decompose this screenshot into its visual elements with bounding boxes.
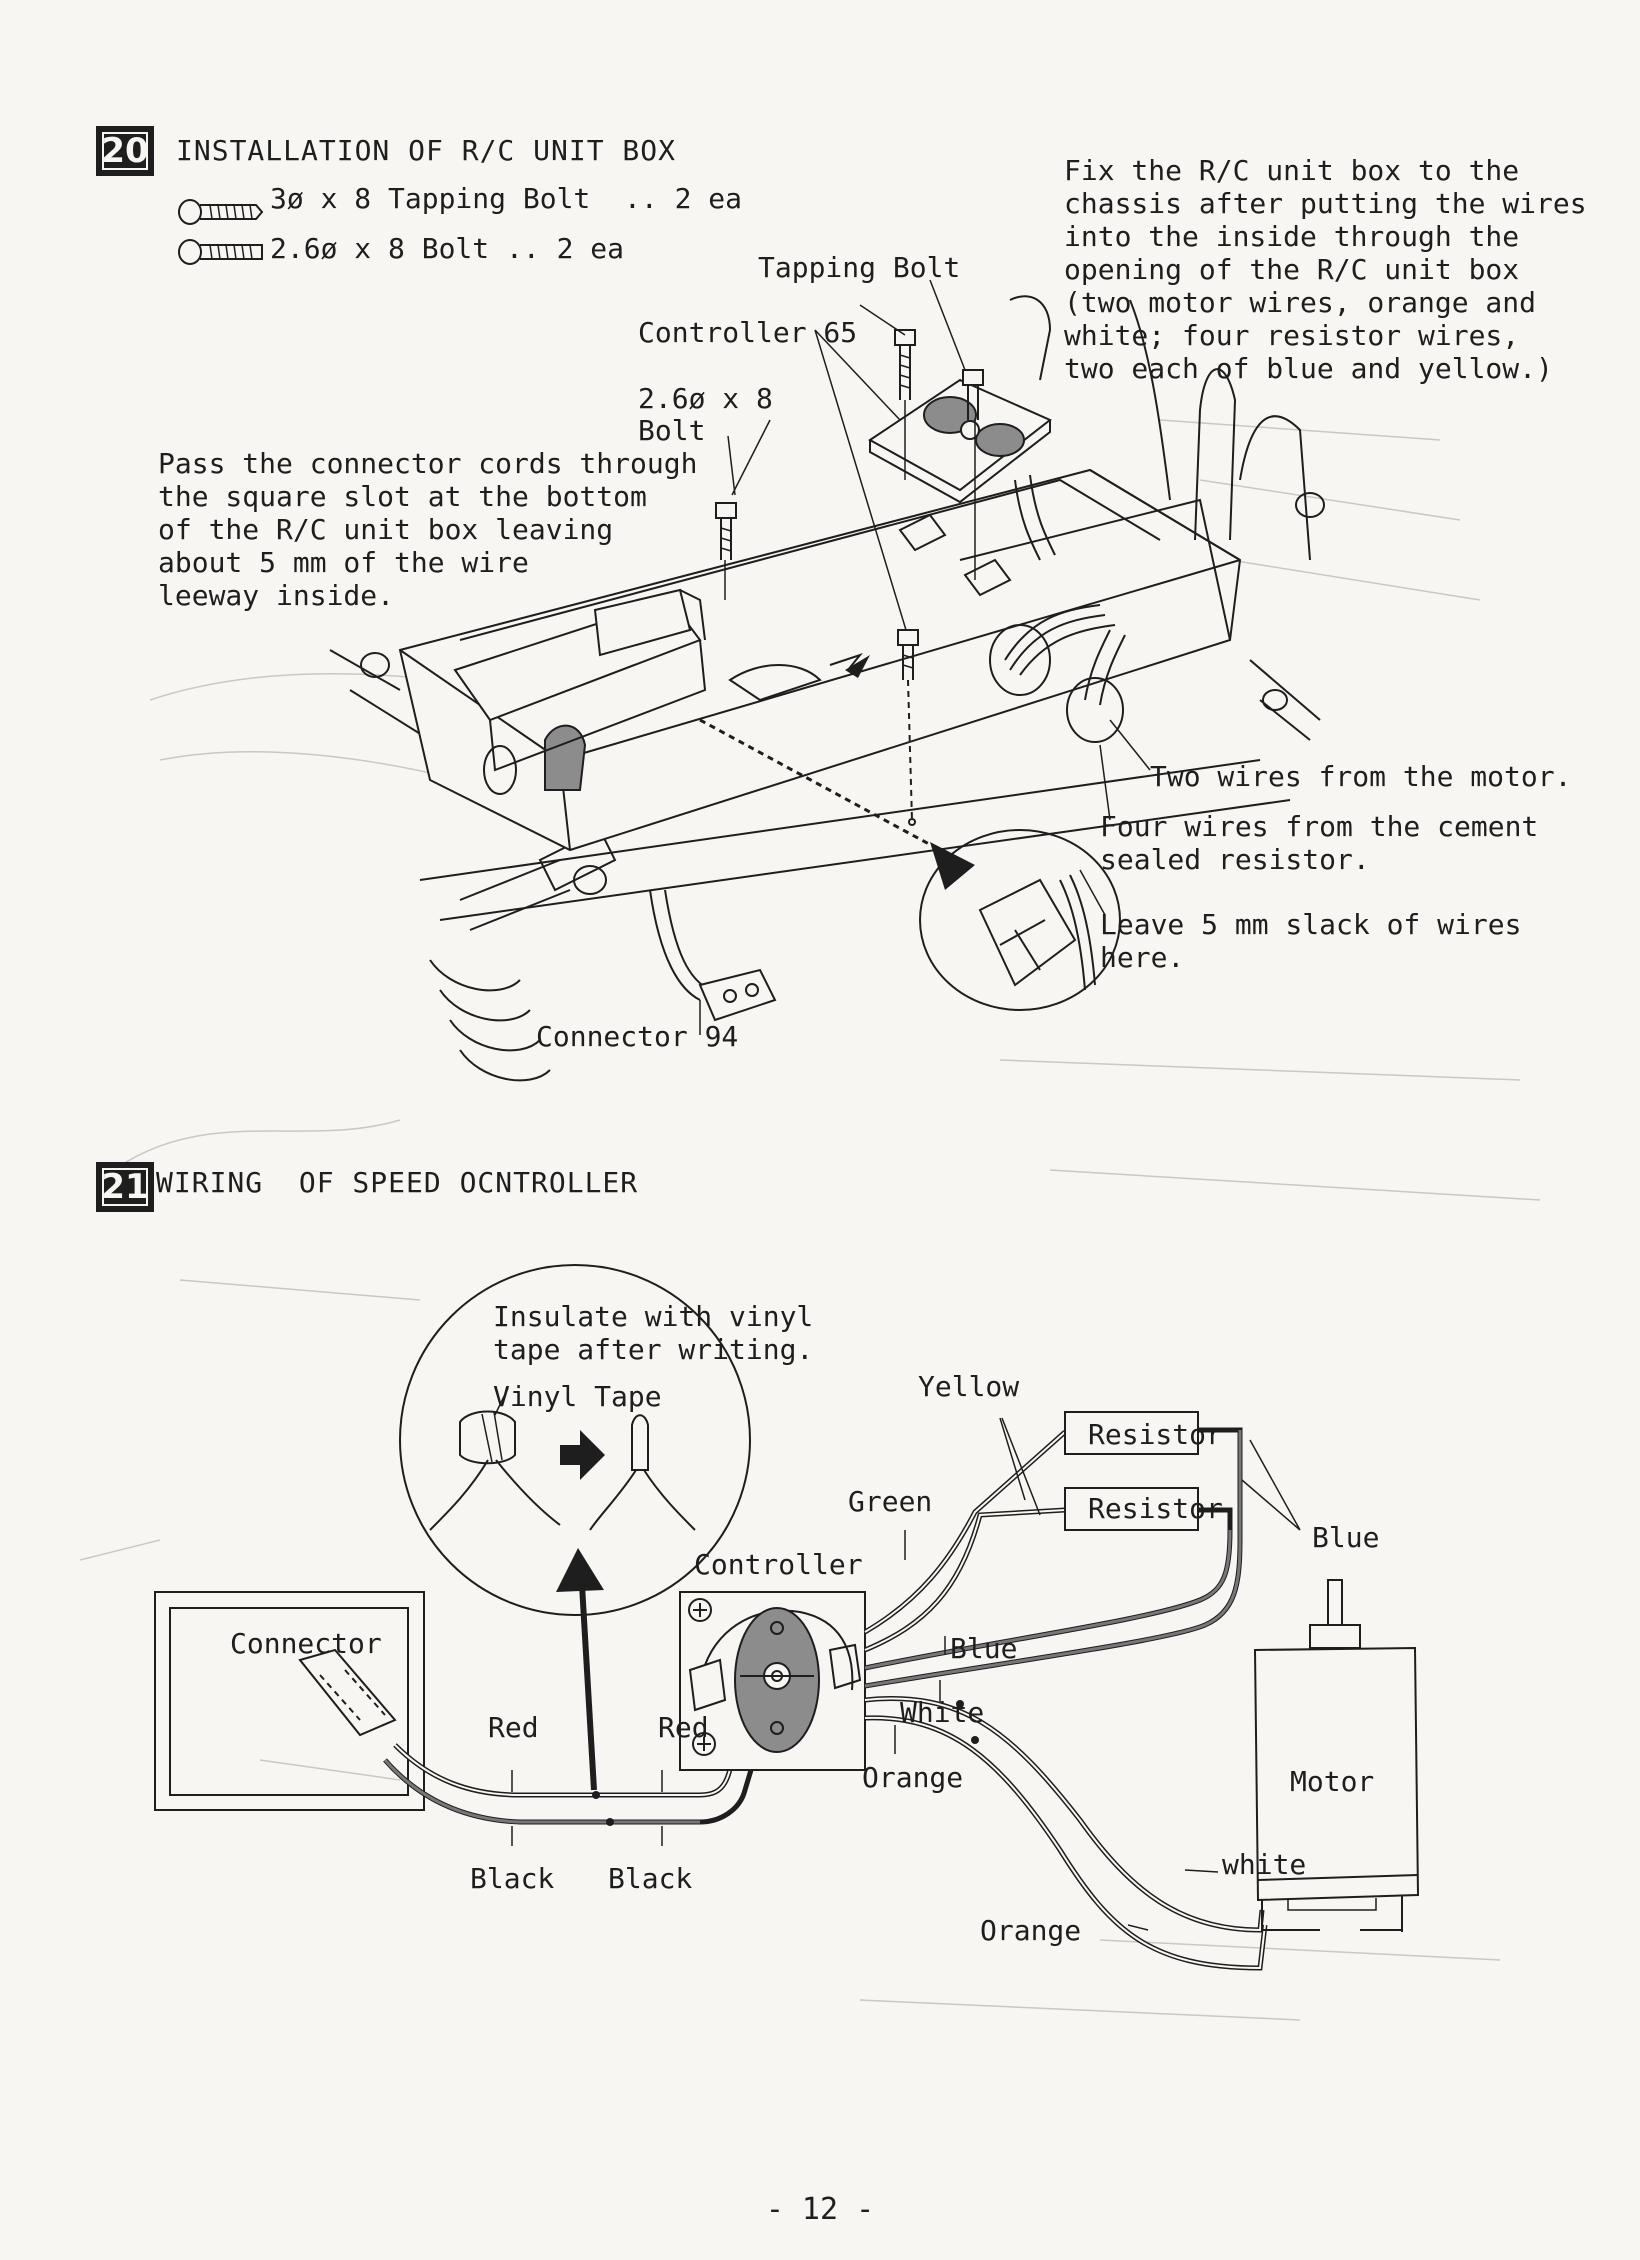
label-slack-2: here. xyxy=(1100,941,1185,974)
instruction-right: Fix the R/C unit box to the chassis afte… xyxy=(1064,154,1587,385)
speed-controller xyxy=(679,1591,866,1771)
label-red-left: Red xyxy=(488,1711,539,1744)
label-red-right: Red xyxy=(658,1711,709,1744)
section-20-title: INSTALLATION OF R/C UNIT BOX xyxy=(176,134,677,167)
label-motor: Motor xyxy=(1290,1765,1375,1798)
label-two-wires: Two wires from the motor. xyxy=(1150,760,1572,793)
inset-note-line2: tape after writing. xyxy=(493,1333,814,1366)
wire-bundle xyxy=(989,299,1237,743)
speed-controller-part xyxy=(868,378,1056,597)
bolt-set xyxy=(715,329,984,680)
label-tapping-bolt: Tapping Bolt xyxy=(758,251,961,284)
section-20-number: 20 xyxy=(96,126,154,176)
section-21-number: 21 xyxy=(96,1162,154,1212)
resistor-2 xyxy=(1064,1487,1199,1531)
label-resistor-1: Resistor xyxy=(1088,1418,1223,1451)
label-resistor-2: Resistor xyxy=(1088,1492,1223,1525)
connector-box xyxy=(154,1591,425,1811)
label-controller: Controller xyxy=(694,1548,863,1581)
inset-note-line1: Insulate with vinyl xyxy=(493,1300,814,1333)
resistor-1 xyxy=(1064,1411,1199,1455)
label-four-wires-2: sealed resistor. xyxy=(1100,843,1370,876)
label-white: White xyxy=(900,1696,985,1729)
rc-unit-box xyxy=(398,468,1242,852)
label-four-wires-1: Four wires from the cement xyxy=(1100,810,1539,843)
label-white-motor: white xyxy=(1222,1848,1307,1881)
label-connector-94: Connector 94 xyxy=(536,1020,739,1053)
label-blue-right: Blue xyxy=(1312,1521,1380,1554)
part-tapping-bolt-label: 3ø x 8 Tapping Bolt .. 2 ea xyxy=(270,182,743,215)
motor xyxy=(1253,1579,1420,1932)
instruction-left: Pass the connector cords through the squ… xyxy=(158,447,698,612)
label-blue: Blue xyxy=(950,1632,1018,1665)
vinyl-tape-inset xyxy=(399,1264,751,1616)
label-slack-1: Leave 5 mm slack of wires xyxy=(1100,908,1522,941)
bolt-icon xyxy=(178,239,263,265)
label-bolt-size: 2.6ø x 8 xyxy=(638,382,773,415)
label-orange-motor: Orange xyxy=(980,1914,1082,1947)
label-black-left: Black xyxy=(470,1862,555,1895)
label-orange: Orange xyxy=(862,1761,964,1794)
connector-94 xyxy=(649,889,777,1022)
section-21-title: WIRING OF SPEED OCNTROLLER xyxy=(156,1166,639,1199)
label-vinyl-tape: Vinyl Tape xyxy=(493,1380,662,1413)
page-number: - 12 - xyxy=(765,2192,875,2227)
motor-wires xyxy=(864,1696,1268,1971)
label-controller-65: Controller 65 xyxy=(638,316,858,349)
label-bolt: Bolt xyxy=(638,414,706,447)
label-green: Green xyxy=(848,1485,933,1518)
label-black-right: Black xyxy=(608,1862,693,1895)
slack-detail-circle xyxy=(919,829,1121,1011)
resistor-wires xyxy=(863,1427,1243,1689)
tapping-bolt-icon xyxy=(178,199,264,225)
label-connector: Connector xyxy=(230,1627,382,1660)
part-bolt-label: 2.6ø x 8 Bolt .. 2 ea xyxy=(270,232,625,265)
label-yellow: Yellow xyxy=(918,1370,1020,1403)
